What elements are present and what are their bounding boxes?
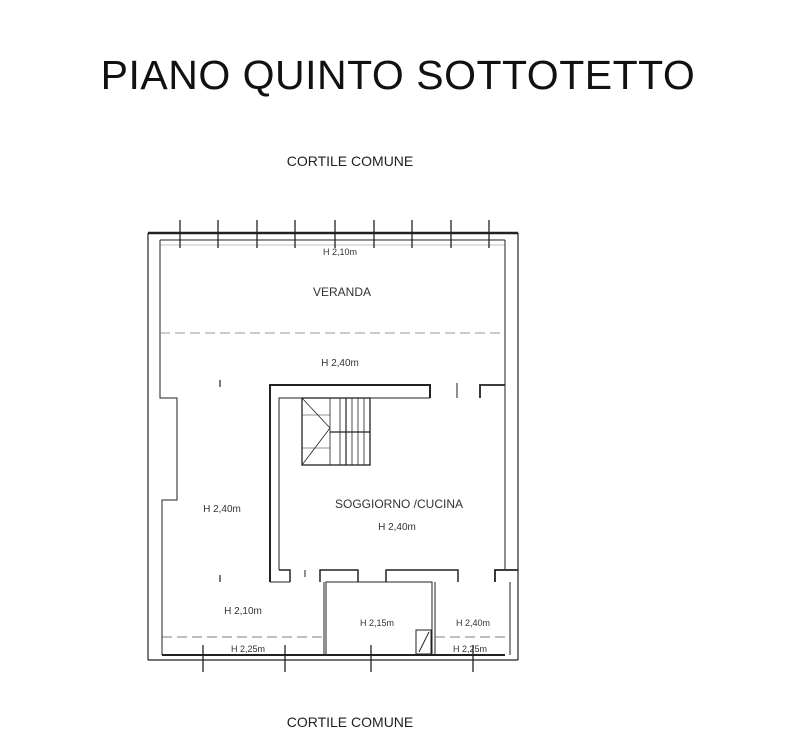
living-height: H 2,40m [378, 522, 416, 533]
bottom-right-height: H 2,40m [456, 618, 490, 628]
living-kitchen-label: SOGGIORNO /CUCINA [335, 497, 463, 511]
courtyard-label-top: CORTILE COMUNE [286, 153, 414, 169]
balcony-right-height: H 2,25m [453, 644, 487, 654]
bottom-left-height: H 2,10m [224, 606, 262, 617]
corridor-height: H 2,40m [321, 358, 359, 369]
balcony-left-height: H 2,25m [231, 644, 265, 654]
left-room-height: H 2,40m [203, 504, 241, 515]
veranda-height: H 2,10m [323, 247, 357, 257]
bathroom-height: H 2,15m [360, 618, 394, 628]
walls [147, 231, 519, 661]
staircase [301, 397, 371, 466]
veranda-label: VERANDA [313, 285, 371, 299]
railing-ticks [179, 220, 490, 672]
plan-title: PIANO QUINTO SOTTOTETTO [100, 52, 696, 98]
courtyard-label-bottom: CORTILE COMUNE [286, 714, 414, 730]
